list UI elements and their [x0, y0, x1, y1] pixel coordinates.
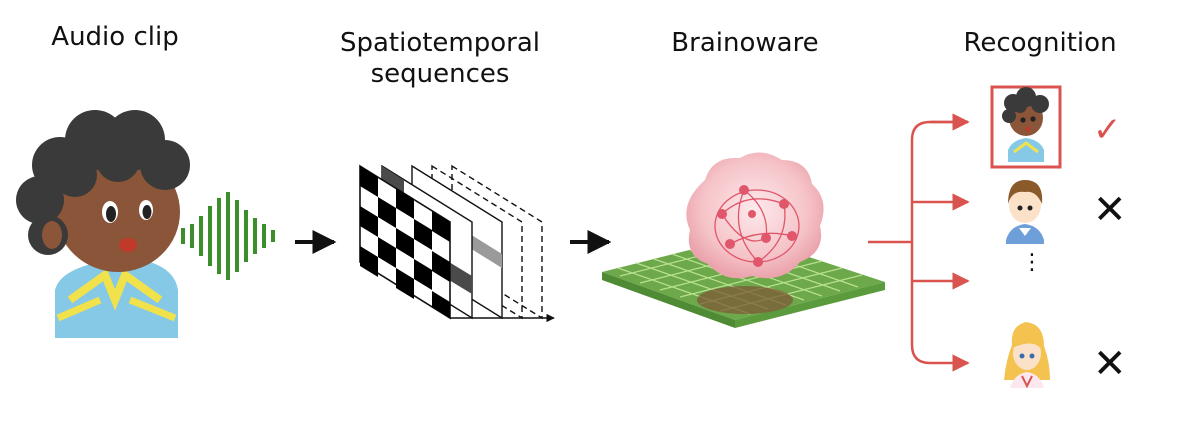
more-candidates-ellipsis: ⋮ — [1021, 250, 1043, 275]
spatiotemporal-stack-icon — [359, 164, 555, 323]
correct-mark: ✓ — [1093, 110, 1122, 150]
stage-title-brainoware: Brainoware — [671, 28, 819, 58]
brainoware-chip-icon — [602, 236, 885, 328]
recognition-branches — [868, 113, 970, 372]
stage-title-recognition: Recognition — [963, 28, 1117, 58]
sound-wave-icon — [181, 192, 275, 280]
speaker-boy-icon — [16, 110, 190, 338]
incorrect-mark: ✕ — [1093, 187, 1127, 233]
incorrect-mark: ✕ — [1093, 341, 1127, 387]
stage-title-audio-clip: Audio clip — [51, 22, 179, 52]
boy-brown-hair-icon — [1006, 180, 1044, 244]
organoid-icon — [686, 152, 824, 279]
girl-blonde-hair-icon — [1004, 322, 1050, 389]
stage-title-line-1: Spatiotemporal — [339, 28, 541, 58]
stage-title-line-2: sequences — [370, 59, 510, 89]
stage-title-spatiotemporal: Spatiotemporal sequences — [300, 28, 580, 90]
boy-curly-hair-icon — [1002, 87, 1049, 162]
